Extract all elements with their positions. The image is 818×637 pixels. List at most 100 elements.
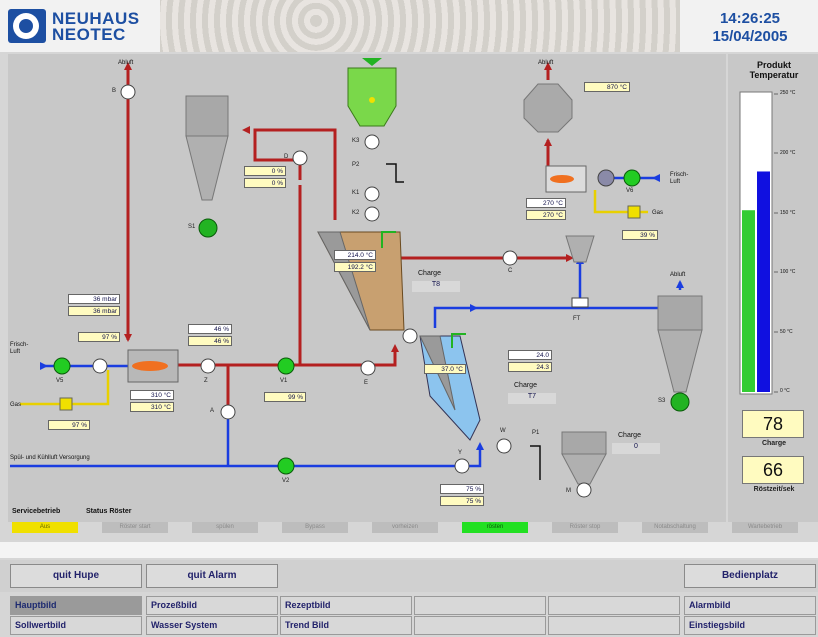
- cooler-value1: 24.0: [508, 350, 552, 360]
- left-pct: 97 %: [78, 332, 120, 342]
- tag-p2: P2: [352, 162, 360, 168]
- tag-v2: V2: [282, 478, 290, 484]
- burner-right: [545, 165, 615, 193]
- burner-left: [127, 349, 179, 383]
- charge-number: 78: [742, 410, 804, 438]
- charge2-value: T7: [508, 393, 556, 404]
- tick-200: 200 °C: [780, 150, 796, 156]
- service-mode-label: Servicebetrieb: [12, 508, 61, 515]
- status-state-4: vorheizen: [372, 522, 438, 533]
- valve-v1-pct: 99 %: [264, 392, 306, 402]
- brand-line1: NEUHAUS: [52, 9, 140, 28]
- clock-time: 14:26:25: [719, 10, 781, 27]
- gas-left-pct: 97 %: [48, 420, 90, 430]
- burner-right-temp2: 270 °C: [526, 210, 566, 220]
- hot-air-arrows: [124, 62, 574, 352]
- nav-hauptbild[interactable]: Hauptbild: [10, 596, 142, 615]
- nav-empty-4[interactable]: [548, 616, 680, 635]
- tag-k2: K2: [352, 210, 360, 216]
- quit-hupe-button[interactable]: quit Hupe: [10, 564, 142, 588]
- abluft-right-label: Abluft: [670, 272, 686, 278]
- coffee-beans-banner: [160, 0, 680, 52]
- frischluft-right-label: Frisch- Luft: [670, 172, 689, 185]
- gas-right-pct: 39 %: [622, 230, 658, 240]
- message-band: [0, 542, 818, 558]
- tag-v6: V6: [626, 188, 634, 194]
- tag-c: C: [508, 268, 513, 274]
- nav-prozessbild[interactable]: Prozeßbild: [146, 596, 278, 615]
- burner-right-temp1: 270 °C: [526, 198, 566, 208]
- tag-w: W: [500, 428, 506, 434]
- cooler: [419, 335, 481, 441]
- tick-50: 50 °C: [780, 329, 793, 335]
- pressure-mbar2: 36 mbar: [68, 306, 120, 316]
- clock-date: 15/04/2005: [712, 28, 788, 45]
- tag-b: B: [112, 88, 117, 94]
- quench-supply-label: Spül- und Kühlluft Versorgung: [10, 455, 90, 461]
- charge3-value: 0: [612, 443, 660, 454]
- tag-a: A: [210, 408, 215, 414]
- nav-rezeptbild[interactable]: Rezeptbild: [280, 596, 412, 615]
- roaster-status-label: Status Röster: [86, 508, 132, 515]
- ft-funnel: [565, 235, 595, 263]
- damper-d-pct2: 0 %: [244, 178, 286, 188]
- status-state-3: Bypass: [282, 522, 348, 533]
- roast-time: 66: [742, 456, 804, 484]
- roaster-temp1: 214.0 °C: [334, 250, 376, 260]
- tag-k3: K3: [352, 138, 360, 144]
- damper-y-pct2: 75 %: [440, 496, 484, 506]
- tag-ft: FT: [573, 316, 581, 322]
- actuators: [386, 163, 541, 480]
- air-pipes: [10, 176, 682, 468]
- nav-empty-3[interactable]: [414, 616, 546, 635]
- tag-s3: S3: [658, 398, 666, 404]
- temperature-bar: [739, 91, 778, 395]
- nav-sollwertbild[interactable]: Sollwertbild: [10, 616, 142, 635]
- tick-100: 100 °C: [780, 269, 796, 275]
- status-state-6: Röster stop: [552, 522, 618, 533]
- roast-time-label: Röstzeit/sek: [753, 486, 795, 493]
- abluft-left-label: Abluft: [118, 60, 134, 66]
- status-state-0: Aus: [12, 522, 78, 533]
- status-state-5: rösten: [462, 522, 528, 533]
- output-hopper-m: [561, 431, 607, 485]
- tag-m: M: [566, 488, 571, 494]
- tag-y: Y: [458, 450, 463, 456]
- frischluft-left-label: Frisch- Luft: [10, 342, 29, 355]
- nav-alarmbild[interactable]: Alarmbild: [684, 596, 816, 615]
- nav-einstiegsbild[interactable]: Einstiegsbild: [684, 616, 816, 635]
- cooler-temp: 37.0 °C: [424, 364, 466, 374]
- quit-alarm-button[interactable]: quit Alarm: [146, 564, 278, 588]
- burner-left-temp2: 310 °C: [130, 402, 174, 412]
- tag-k1: K1: [352, 190, 360, 196]
- valves: [53, 169, 641, 475]
- pressure-mbar1: 36 mbar: [68, 294, 120, 304]
- tag-v1: V1: [280, 378, 288, 384]
- tag-d: D: [284, 154, 289, 160]
- tag-z: Z: [204, 378, 208, 384]
- cooler-value2: 24.3: [508, 362, 552, 372]
- damper-d-pct1: 0 %: [244, 166, 286, 176]
- cyclone-s2: [657, 295, 703, 412]
- nav-empty-2[interactable]: [548, 596, 680, 615]
- gas-left-label: Gas: [10, 402, 22, 408]
- status-state-1: Röster start: [102, 522, 168, 533]
- charge3-label: Charge: [618, 432, 641, 439]
- damper-z-pct1: 46 %: [188, 324, 232, 334]
- bedienplatz-button[interactable]: Bedienplatz: [684, 564, 816, 588]
- nav-trend-bild[interactable]: Trend Bild: [280, 616, 412, 635]
- tick-150: 150 °C: [780, 210, 796, 216]
- charge-number-label: Charge: [761, 440, 787, 447]
- roaster-drum: [317, 231, 405, 331]
- tag-p1: P1: [532, 430, 540, 436]
- gas-regulators: [59, 205, 641, 411]
- nav-wasser-system[interactable]: Wasser System: [146, 616, 278, 635]
- damper-y-pct1: 75 %: [440, 484, 484, 494]
- nav-empty-1[interactable]: [414, 596, 546, 615]
- product-temperature-title: Produkt Temperatur: [749, 60, 799, 80]
- tag-v5: V5: [56, 378, 64, 384]
- charge1-value: T8: [412, 281, 460, 292]
- status-state-2: spülen: [192, 522, 258, 533]
- temp-top-right: 870 °C: [584, 82, 630, 92]
- abluft-top-label: Abluft: [538, 60, 554, 66]
